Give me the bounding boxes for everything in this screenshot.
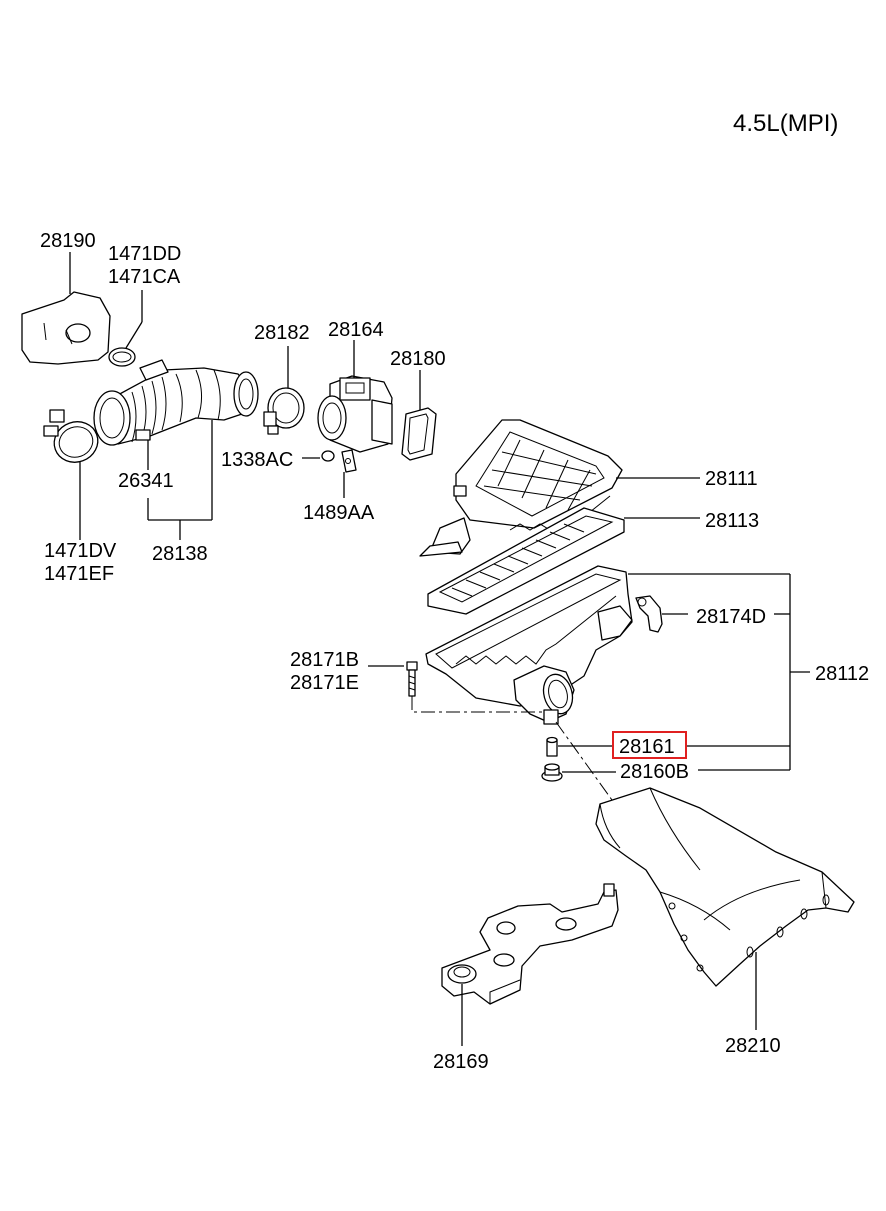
part-28182-clamp (263, 387, 305, 435)
part-28210-duct (595, 787, 855, 987)
part-28174D-hose (635, 595, 663, 633)
label-28171E: 28171E (290, 672, 359, 694)
label-28113: 28113 (705, 510, 759, 532)
label-28164: 28164 (328, 319, 384, 341)
part-1338AC-nut (321, 450, 335, 462)
label-28171B: 28171B (290, 649, 359, 671)
part-28138-intake-hose (93, 359, 259, 446)
label-28160B: 28160B (620, 761, 689, 783)
part-28169-bracket (441, 883, 619, 1005)
label-28161: 28161 (619, 736, 675, 758)
part-1471DD-clamp (108, 347, 136, 367)
part-28160B-grommet (541, 763, 563, 782)
label-1471CA: 1471CA (108, 266, 181, 288)
engine-label: 4.5L(MPI) (733, 110, 838, 137)
label-28210: 28210 (725, 1035, 781, 1057)
part-1471DV-clamp (43, 409, 99, 463)
label-28180: 28180 (390, 348, 446, 370)
label-28169: 28169 (433, 1051, 489, 1073)
part-28161-pin (546, 736, 558, 757)
highlight-box-28161 (612, 731, 687, 759)
label-28182: 28182 (254, 322, 310, 344)
label-1471DV: 1471DV (44, 540, 117, 562)
label-1471EF: 1471EF (44, 563, 114, 585)
part-28113-filter-element (427, 507, 625, 615)
label-26341: 26341 (118, 470, 174, 492)
label-28174D: 28174D (696, 606, 766, 628)
label-1338AC: 1338AC (221, 449, 293, 471)
label-1489AA: 1489AA (303, 502, 375, 524)
part-28190-cover (21, 291, 111, 365)
part-1489AA-bracket (341, 449, 357, 473)
label-1471DD: 1471DD (108, 243, 181, 265)
label-28138: 28138 (152, 543, 208, 565)
label-28111: 28111 (705, 468, 758, 490)
label-28190: 28190 (40, 230, 96, 252)
part-28111-upper-housing (419, 419, 623, 557)
part-28164-maf-sensor (317, 375, 393, 453)
part-28171B-bolt (406, 661, 418, 697)
part-28180-gasket (401, 407, 437, 461)
label-28112: 28112 (815, 663, 869, 685)
part-28112-lower-housing (425, 565, 633, 725)
